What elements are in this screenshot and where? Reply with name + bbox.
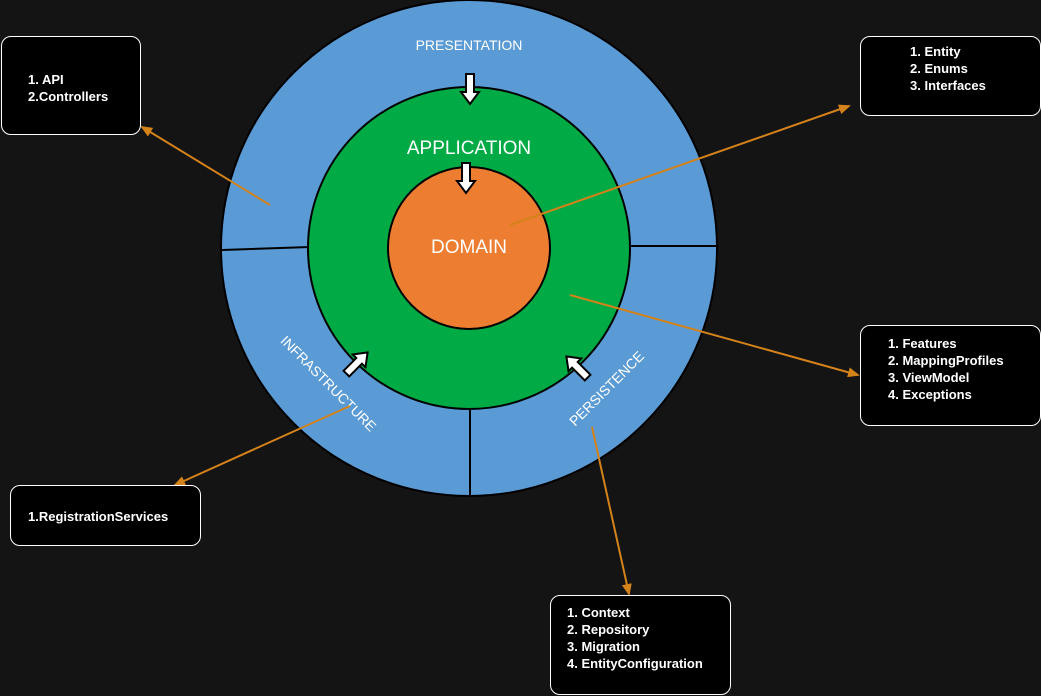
arrow-presentation-to-application — [459, 73, 481, 106]
domain-label: DOMAIN — [431, 237, 507, 258]
application-label: APPLICATION — [407, 138, 531, 159]
persistence-note: 1. Context 2. Repository 3. Migration 4.… — [550, 595, 731, 695]
connector-presentation — [140, 125, 271, 206]
ring-divider-left — [221, 246, 311, 251]
note-item: 3. Interfaces — [910, 78, 986, 93]
note-item: 1. API — [28, 72, 64, 87]
infrastructure-note: 1.RegistrationServices — [10, 485, 201, 546]
note-item: 1. Context — [567, 605, 630, 620]
note-item: 1. Entity — [910, 44, 961, 59]
note-item: 2. Repository — [567, 622, 650, 637]
note-item: 1. Features — [888, 336, 957, 351]
presentation-note: 1. API 2.Controllers — [1, 36, 141, 135]
presentation-label: PRESENTATION — [416, 37, 523, 53]
connector-application — [569, 294, 860, 378]
note-item: 2.Controllers — [28, 89, 109, 104]
note-item: 4. EntityConfiguration — [567, 656, 703, 671]
arrow-infrastructure-to-application — [342, 351, 369, 378]
note-item: 2. MappingProfiles — [888, 353, 1004, 368]
note-item: 4. Exceptions — [888, 387, 972, 402]
arrow-application-to-domain — [455, 162, 477, 195]
note-item: 1.RegistrationServices — [28, 509, 169, 524]
connector-infrastructure — [173, 405, 351, 486]
application-note: 1. Features 2. MappingProfiles 3. ViewMo… — [860, 325, 1041, 426]
note-item: 2. Enums — [910, 61, 968, 76]
note-item: 3. ViewModel — [888, 370, 970, 385]
domain-note: 1. Entity 2. Enums 3. Interfaces — [860, 36, 1041, 116]
note-item: 3. Migration — [567, 639, 640, 654]
connector-domain — [509, 104, 851, 226]
connector-persistence — [591, 426, 632, 596]
arrow-persistence-to-application — [565, 355, 592, 382]
